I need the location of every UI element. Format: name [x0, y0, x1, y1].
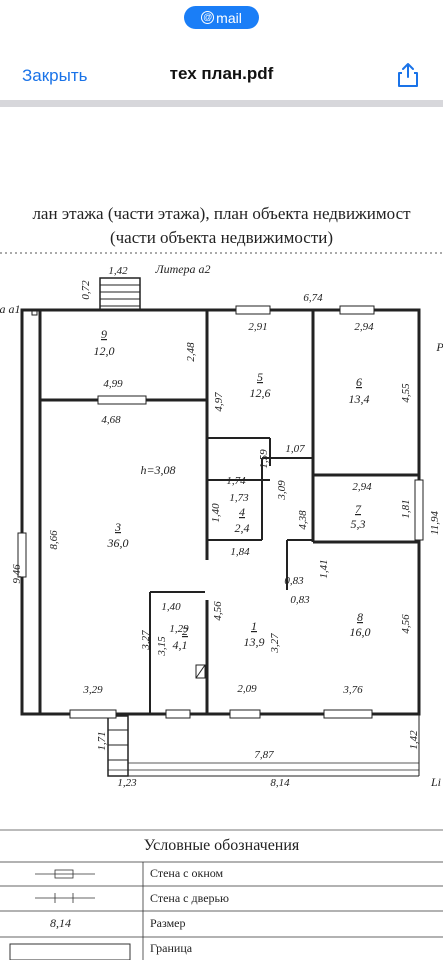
dimension-label: 8,66 [48, 530, 60, 550]
legend-row-symbol: 8,14 [50, 916, 71, 930]
dimension-label: 3,15 [156, 636, 168, 657]
dimension-label: 1,42 [108, 265, 128, 277]
dimension-label: 1,42 [408, 730, 420, 750]
dimension-label: 1,07 [285, 443, 305, 455]
dimension-label: 1,81 [400, 499, 412, 518]
account-badge-label: mail [216, 9, 242, 26]
room-number: 2 [182, 624, 188, 638]
room-number: 6 [356, 375, 362, 389]
dimension-label: 3,27 [269, 633, 281, 654]
dimension-label: 0,83 [284, 575, 304, 587]
room-number: 4 [239, 505, 245, 519]
dimension-label: 4,99 [103, 378, 123, 390]
room-area: 16,0 [350, 625, 371, 639]
legend-row-label: Стена с дверью [150, 891, 229, 905]
dimension-label: 2,48 [185, 342, 197, 362]
dimension-label: 1,59 [258, 449, 270, 469]
dimension-label: 3,09 [276, 480, 288, 501]
ceiling-height-label: h=3,08 [140, 463, 175, 477]
dimension-label: 3,76 [342, 684, 363, 696]
viewer-header: @ mail Закрыть тех план.pdf [0, 0, 443, 100]
dimension-label: 2,94 [354, 321, 374, 333]
close-button[interactable]: Закрыть [22, 66, 88, 85]
dimension-label: 3,27 [140, 630, 152, 651]
dimension-label: 0,83 [290, 594, 310, 606]
room-area: 12,6 [250, 386, 271, 400]
room-number: 7 [355, 502, 362, 516]
dimension-label: 1,23 [117, 777, 137, 789]
dimension-label: 11,94 [429, 511, 441, 535]
left-cut-label: а а1 [0, 302, 21, 316]
bottom-right-cut-label: Li [430, 775, 441, 789]
dimension-label: 6,74 [303, 292, 323, 304]
room-area: 13,9 [244, 635, 265, 649]
dimension-label: 3,29 [82, 684, 103, 696]
room-area: 5,3 [351, 517, 366, 531]
legend-row-label: Граница [150, 941, 193, 955]
dimension-label: 4,68 [101, 414, 121, 426]
room-area: 4,1 [173, 638, 188, 652]
dimension-label: 2,09 [237, 683, 257, 695]
room-area: 12,0 [94, 344, 115, 358]
dimension-label: 1,71 [96, 731, 108, 750]
room-area: 36,0 [107, 536, 129, 550]
legend-title: Условные обозначения [143, 837, 300, 854]
dimension-label: 7,87 [254, 749, 274, 761]
dimension-label: 4,56 [212, 601, 224, 621]
dimension-label: 8,14 [270, 777, 290, 789]
room-number: 3 [114, 520, 121, 534]
dimension-label: 1,74 [226, 475, 246, 487]
share-icon[interactable] [396, 62, 420, 88]
dimension-label: 1,73 [229, 492, 249, 504]
legend-row-label: Размер [150, 916, 186, 930]
litera-label: Литера а2 [154, 262, 210, 276]
plan-heading-line2: (части объекта недвижимости) [109, 228, 334, 247]
plan-heading-line1: лан этажа (части этажа), план объекта не… [32, 204, 411, 223]
legend-row-label: Стена с окном [150, 866, 224, 880]
room-number: 9 [101, 327, 107, 341]
dimension-label: 2,94 [352, 481, 372, 493]
room-area: 13,4 [349, 392, 370, 406]
dimension-label: 4,97 [213, 392, 225, 412]
dimension-label: 4,55 [400, 383, 412, 403]
dimension-label: 1,84 [230, 546, 250, 558]
room-number: 1 [251, 619, 257, 633]
dimension-label: 1,41 [318, 559, 330, 578]
at-icon: @ [201, 11, 215, 24]
file-title: тех план.pdf [169, 64, 274, 83]
dimension-label: 4,56 [400, 614, 412, 634]
right-cut-label: Р [435, 340, 443, 354]
dimension-label: 1,40 [210, 503, 222, 523]
dimension-label: 0,72 [80, 280, 92, 300]
account-badge[interactable]: @ mail [184, 6, 259, 29]
pdf-page[interactable] [0, 107, 443, 960]
dimension-label: 2,91 [248, 321, 267, 333]
dimension-label: 9,46 [11, 564, 23, 584]
room-area: 2,4 [235, 521, 250, 535]
room-number: 5 [257, 370, 263, 384]
dimension-label: 1,29 [169, 623, 189, 635]
dimension-label: 4,38 [297, 510, 309, 530]
room-number: 8 [357, 610, 363, 624]
dimension-label: 1,40 [161, 601, 181, 613]
header-separator [0, 100, 443, 107]
